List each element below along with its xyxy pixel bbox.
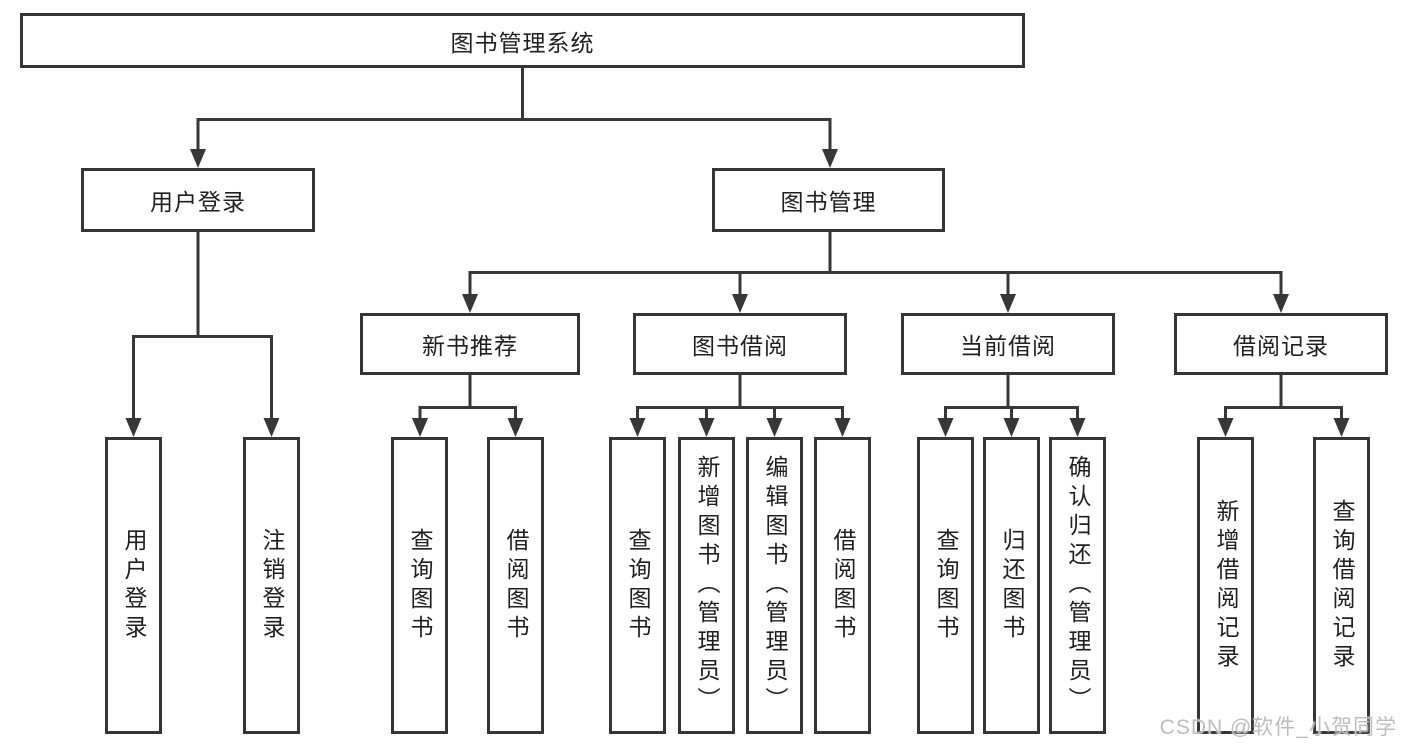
leaf-confirm-return-admin: 确认归还（管理员） (1049, 437, 1106, 734)
node-label: 当前借阅 (960, 333, 1056, 359)
leaf-query-books-recommend: 查询图书 (391, 437, 448, 734)
node-book-management: 图书管理 (712, 168, 945, 232)
node-library-management-system: 图书管理系统 (20, 13, 1025, 68)
node-current-borrowing: 当前借阅 (901, 313, 1115, 375)
leaf-borrow-books-recommend: 借阅图书 (487, 437, 544, 734)
node-label: 新增图书（管理员） (694, 455, 720, 716)
leaf-add-book-admin: 新增图书（管理员） (678, 437, 735, 734)
node-label: 新书推荐 (422, 333, 518, 359)
node-label: 图书管理 (780, 189, 877, 215)
node-label: 新增借阅记录 (1213, 498, 1239, 673)
node-new-book-recommendation: 新书推荐 (360, 313, 580, 375)
node-label: 查询图书 (933, 527, 959, 644)
csdn-watermark: CSDN @软件_小贺同学 (1159, 716, 1397, 739)
node-label: 查询借阅记录 (1329, 498, 1355, 673)
node-label: 借阅图书 (503, 527, 529, 644)
leaf-logout: 注销登录 (243, 437, 300, 734)
node-label: 借阅记录 (1233, 333, 1329, 359)
node-label: 查询图书 (625, 527, 651, 644)
leaf-user-login: 用户登录 (105, 437, 162, 734)
leaf-edit-book-admin: 编辑图书（管理员） (746, 437, 803, 734)
leaf-return-books: 归还图书 (983, 437, 1040, 734)
node-user-login: 用户登录 (81, 168, 315, 232)
leaf-borrow-books: 借阅图书 (814, 437, 871, 734)
leaf-query-books-borrow: 查询图书 (609, 437, 666, 734)
node-book-borrowing: 图书借阅 (633, 313, 847, 375)
leaf-add-borrow-record: 新增借阅记录 (1197, 437, 1254, 734)
node-label: 确认归还（管理员） (1065, 455, 1091, 716)
leaf-query-borrow-record: 查询借阅记录 (1313, 437, 1370, 734)
node-label: 图书借阅 (692, 333, 788, 359)
node-label: 编辑图书（管理员） (762, 455, 788, 716)
leaf-query-books-current: 查询图书 (917, 437, 974, 734)
connector-stroke-paths (132, 68, 1343, 420)
node-label: 图书管理系统 (450, 29, 595, 56)
node-label: 用户登录 (150, 189, 246, 215)
node-label: 用户登录 (121, 527, 147, 644)
node-borrowing-records: 借阅记录 (1174, 313, 1388, 375)
node-label: 查询图书 (407, 527, 433, 644)
node-label: 注销登录 (259, 527, 285, 644)
node-label: 借阅图书 (830, 527, 856, 644)
node-label: 归还图书 (999, 527, 1025, 644)
